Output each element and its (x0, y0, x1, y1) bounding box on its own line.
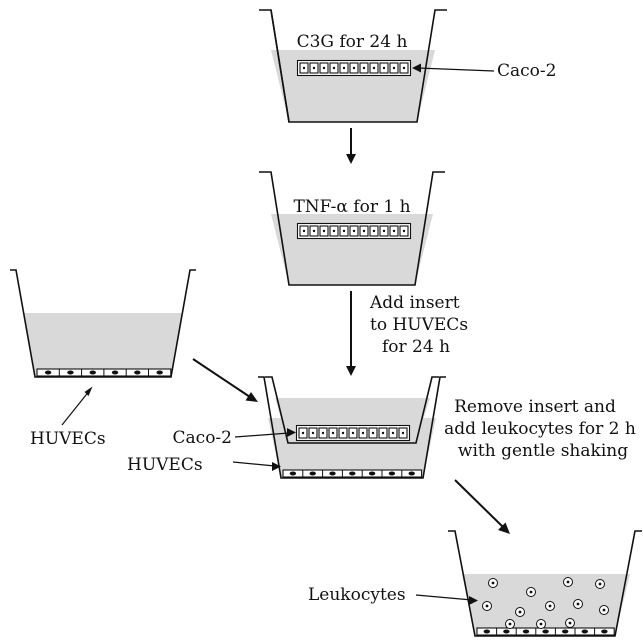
caco2-pointer-top: Caco-2 (412, 61, 556, 81)
leukocyte-well (448, 530, 642, 637)
huvec-cell-nucleus (522, 629, 530, 634)
huvec-cell-nucleus (388, 471, 396, 476)
huvec-cell-nucleus (562, 629, 569, 634)
remove-insert-line-1: Remove insert and (454, 397, 616, 417)
huvec-cell-nucleus (581, 629, 588, 634)
caco2-label-bottom: Caco-2 (173, 428, 232, 448)
combined-well (258, 376, 446, 479)
caco2-monolayer-bottom (295, 424, 411, 442)
huvec-cell-nucleus (156, 370, 163, 375)
leukocytes (482, 577, 609, 629)
caco2-pointer-bottom: Caco-2 (173, 428, 296, 448)
huvec-pointer-combined: HUVECs (127, 455, 281, 475)
arrow-huvec-to-combined (192, 358, 258, 402)
leukocytes-label: Leukocytes (308, 585, 406, 605)
add-insert-line-2: to HUVECs (370, 315, 468, 335)
huvec-cell-nucleus (368, 471, 376, 476)
huvec-cell-nucleus (483, 629, 490, 634)
arrow-step2-to-step3 (346, 291, 356, 376)
remove-insert-line-3: with gentle shaking (458, 441, 628, 461)
huvec-well-left (10, 269, 196, 378)
huvec-cell-nucleus (134, 370, 141, 375)
huvec-pointer-left: HUVECs (30, 386, 106, 449)
huvec-cell-nucleus (329, 471, 336, 476)
insert-tnf: TNF-α for 1 h (259, 171, 445, 286)
add-insert-line-3: for 24 h (382, 337, 450, 357)
huvec-cell-nucleus (67, 370, 74, 375)
remove-insert-line-2: add leukocytes for 2 h (444, 419, 636, 439)
huvec-cell-nucleus (44, 370, 52, 375)
huvec-well-medium (24, 313, 182, 377)
add-insert-line-1: Add insert (369, 293, 460, 313)
arrow-combined-to-leukocytes (454, 479, 510, 534)
insert-c3g: C3G for 24 h (259, 9, 447, 123)
huvecs-label-left: HUVECs (30, 429, 106, 449)
insert-tnf-label: TNF-α for 1 h (293, 197, 410, 217)
huvecs-label-bottom: HUVECs (127, 455, 203, 475)
huvec-cell-nucleus (309, 471, 316, 476)
huvec-cell-nucleus (408, 471, 415, 476)
huvec-cell-nucleus (289, 471, 297, 476)
huvec-monolayer-leukocyte-well (476, 627, 615, 636)
caco2-monolayer-middle (296, 222, 412, 240)
huvec-cell-nucleus (503, 629, 510, 634)
huvec-monolayer-combined (282, 469, 423, 478)
arrow-step1-to-step2 (346, 128, 356, 164)
caco2-monolayer-top (296, 59, 412, 77)
insert-c3g-label: C3G for 24 h (297, 32, 408, 52)
huvec-cell-nucleus (349, 471, 356, 476)
huvec-monolayer-left (36, 368, 172, 377)
huvec-cell-nucleus (601, 629, 608, 634)
leukocytes-pointer: Leukocytes (308, 585, 478, 605)
huvec-cell-nucleus (89, 370, 96, 375)
huvec-cell-nucleus (111, 370, 119, 375)
caco2-label-top: Caco-2 (497, 61, 556, 81)
huvec-cell-nucleus (542, 629, 549, 634)
